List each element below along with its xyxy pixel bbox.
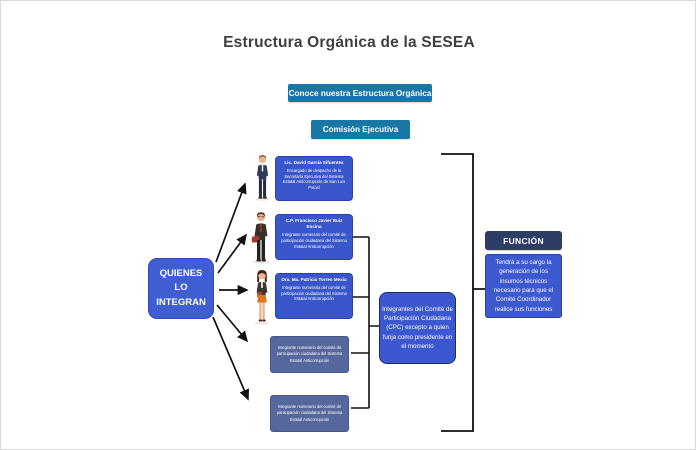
structure-button[interactable]: Conoce nuestra Estructura Orgánica — [288, 84, 432, 102]
member-name: Lic. David García Sifuentes — [284, 160, 344, 165]
member-role: Integrante numerario del comité de parti… — [281, 232, 347, 249]
quienes-line: QUIENES — [159, 268, 203, 280]
member-card-1: Lic. David García Sifuentes Encargado de… — [275, 156, 353, 201]
businessman-suit-avatar-icon — [254, 154, 271, 201]
member-card-3: Dra. Ma. Patricia Torres Mexia Integrant… — [275, 273, 353, 319]
member-card-4: Integrante numerario del comité de parti… — [270, 336, 349, 373]
businessman-briefcase-avatar-icon — [251, 212, 270, 264]
member-role: Integrante numeraria del comité de parti… — [281, 284, 347, 302]
funcion-description-box: Tendrá a su cargo la generación de los i… — [485, 254, 562, 318]
funcion-header: FUNCIÓN — [485, 231, 562, 250]
businesswoman-avatar-icon — [254, 270, 270, 325]
member-name: Dra. Ma. Patricia Torres Mexia — [281, 277, 347, 282]
member-card-2: C.P. Francisco Javier Ruiz Encina Integr… — [275, 214, 353, 260]
quienes-line: INTEGRAN — [156, 296, 206, 308]
quienes-lo-integran-box: QUIENES LO INTEGRAN — [148, 258, 214, 319]
member-card-5: Integrante numerario del comité de parti… — [270, 395, 349, 432]
member-name: C.P. Francisco Javier Ruiz Encina — [285, 218, 343, 230]
quienes-line: LO — [174, 282, 188, 294]
page-title: Estructura Orgánica de la SESEA — [223, 34, 475, 51]
member-role: Encargado de despacho de la Secretaría E… — [282, 167, 346, 191]
commission-button[interactable]: Comisión Ejecutiva — [311, 120, 410, 139]
cpc-note-box: Integrantes del Comité de Participación … — [379, 292, 456, 364]
